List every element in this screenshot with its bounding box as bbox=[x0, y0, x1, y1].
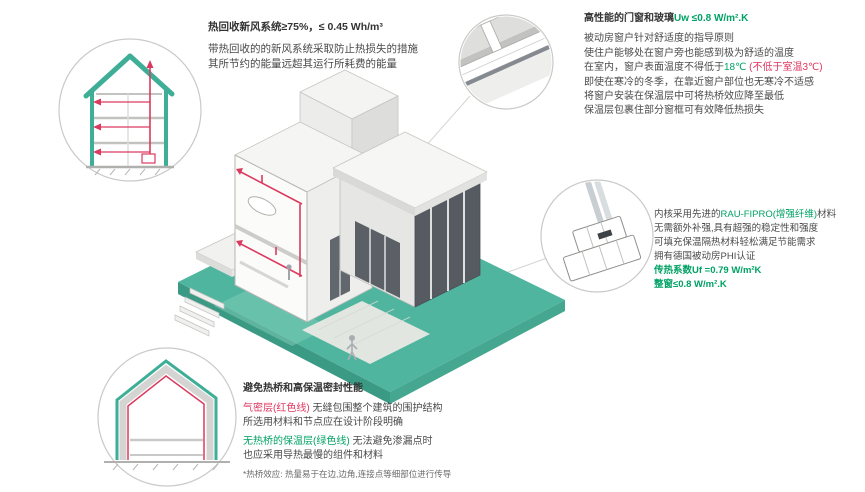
thermal-p1-text: 无缝包围整个建筑的围护结构 bbox=[309, 403, 443, 414]
hrv-unit bbox=[141, 153, 156, 164]
thermal-p2-text: 无法避免渗漏点时 bbox=[349, 436, 433, 447]
section-windows: 高性能的门窗和玻璃Uw ≤0.8 W/m².K 被动房窗户针对舒适度的指导原则 … bbox=[584, 12, 860, 119]
glass-door bbox=[355, 221, 400, 298]
profile-line1-text: 内核采用先进的 bbox=[654, 209, 721, 220]
section-thermal: 避免热桥和高保温密封性能 气密层(红色线) 无缝包围整个建筑的围护结构 所选用材… bbox=[243, 382, 555, 480]
profile-line-4: 拥有德国被动房PHI认证 bbox=[654, 251, 756, 262]
windows-title: 高性能的门窗和玻璃Uw ≤0.8 W/m².K bbox=[584, 12, 860, 26]
thermal-airtight-label: 气密层(红色线) bbox=[243, 403, 310, 414]
ventilation-house-illustration bbox=[83, 53, 175, 176]
window-corner-illustration bbox=[460, 16, 552, 108]
windows-body-line-5: 将窗户安装在保温层中可将热桥效应降至最低 bbox=[584, 91, 784, 103]
duct-arrows bbox=[236, 168, 243, 247]
thermal-house-illustration bbox=[104, 359, 230, 471]
thermal-footnote: *热桥效应: 热量易于在边,边角,连接点等细部位进行传导 bbox=[243, 469, 452, 479]
person-figure-indoor bbox=[286, 264, 292, 280]
ventilation-body-line-2: 其所节约的能量远超其运行所耗费的能量 bbox=[208, 58, 397, 70]
windows-title-metric: Uw ≤0.8 W/m².K bbox=[674, 13, 749, 24]
windows-title-text: 高性能的门窗和玻璃 bbox=[584, 13, 674, 24]
isometric-house-illustration bbox=[234, 69, 488, 323]
ventilation-ducts bbox=[238, 170, 303, 277]
callout-circle-thermal bbox=[97, 347, 237, 487]
ventilation-title: 热回收新风系统≥75%，≤ 0.45 Wh/m³ bbox=[208, 21, 383, 33]
windows-body-line-4: 即使在寒冷的冬季，在靠近窗户部位也无寒冷不适感 bbox=[584, 76, 814, 88]
thermal-p1-line-1: 气密层(红色线) 无缝包围整个建筑的围护结构 bbox=[243, 402, 555, 416]
airflow-arrows bbox=[93, 60, 154, 156]
airtight-layer-line bbox=[127, 375, 205, 460]
profile-uw-value: 整窗≤0.8 W/m².K bbox=[654, 279, 727, 290]
bathtub bbox=[247, 196, 277, 216]
windows-body-line-6: 保温层包裹住部分窗框可有效降低热损失 bbox=[584, 105, 764, 117]
profile-line-3: 可填充保温隔热材料轻松满足节能需求 bbox=[654, 237, 816, 248]
window-profile-illustration bbox=[563, 181, 642, 282]
hrv-duct-lines bbox=[99, 66, 151, 160]
section-ventilation: 热回收新风系统≥75%，≤ 0.45 Wh/m³ 带热回收的的新风系统采取防止热… bbox=[208, 20, 460, 72]
thermal-insulation-label: 无热桥的保温层(绿色线) bbox=[243, 436, 350, 447]
terrace-deck bbox=[302, 300, 430, 364]
profile-line1-material: RAU-FIPRO(增强纤维) bbox=[720, 209, 818, 220]
person-figure-outdoor bbox=[346, 335, 358, 361]
insulation-layer-line bbox=[115, 359, 218, 460]
windows-body-line-2: 使住户能够处在窗户旁也能感到极为舒适的温度 bbox=[584, 47, 794, 59]
windows-body-line-1: 被动房窗户针对舒适度的指导原则 bbox=[584, 33, 734, 45]
thermal-p2-line-1: 无热桥的保温层(绿色线) 无法避免渗漏点时 bbox=[243, 435, 555, 449]
thermal-p1-line-2: 所选用材料和节点应在设计阶段明确 bbox=[243, 417, 403, 428]
profile-line1-tail: 材料 bbox=[817, 209, 837, 220]
garden-steps bbox=[174, 287, 225, 337]
thermal-p2-line-2: 也应采用导热最慢的组件和材料 bbox=[243, 450, 383, 461]
windows-line3-note: (不低于室温3℃) bbox=[746, 62, 823, 74]
windows-body-line-3: 在室内，窗户表面温度不得低于18℃ (不低于室温3℃) bbox=[584, 61, 860, 75]
windows-line3-temp: 18℃ bbox=[724, 62, 747, 74]
windows-line3-text: 在室内，窗户表面温度不得低于 bbox=[584, 62, 724, 74]
profile-uf-value: 传热系数Uf =0.79 W/m²K bbox=[654, 265, 762, 276]
ventilation-body-line-1: 带热回收的的新风系统采取防止热损失的措施 bbox=[208, 43, 418, 55]
profile-line-1: 内核采用先进的RAU-FIPRO(增强纤维)材料 bbox=[654, 208, 865, 222]
callout-circle-ventilation bbox=[58, 38, 202, 182]
thermal-title: 避免热桥和高保温密封性能 bbox=[243, 383, 363, 394]
section-profile: 内核采用先进的RAU-FIPRO(增强纤维)材料 无需额外补强,具有超强的稳定性… bbox=[654, 208, 865, 292]
profile-line-2: 无需额外补强,具有超强的稳定性和强度 bbox=[654, 223, 819, 234]
